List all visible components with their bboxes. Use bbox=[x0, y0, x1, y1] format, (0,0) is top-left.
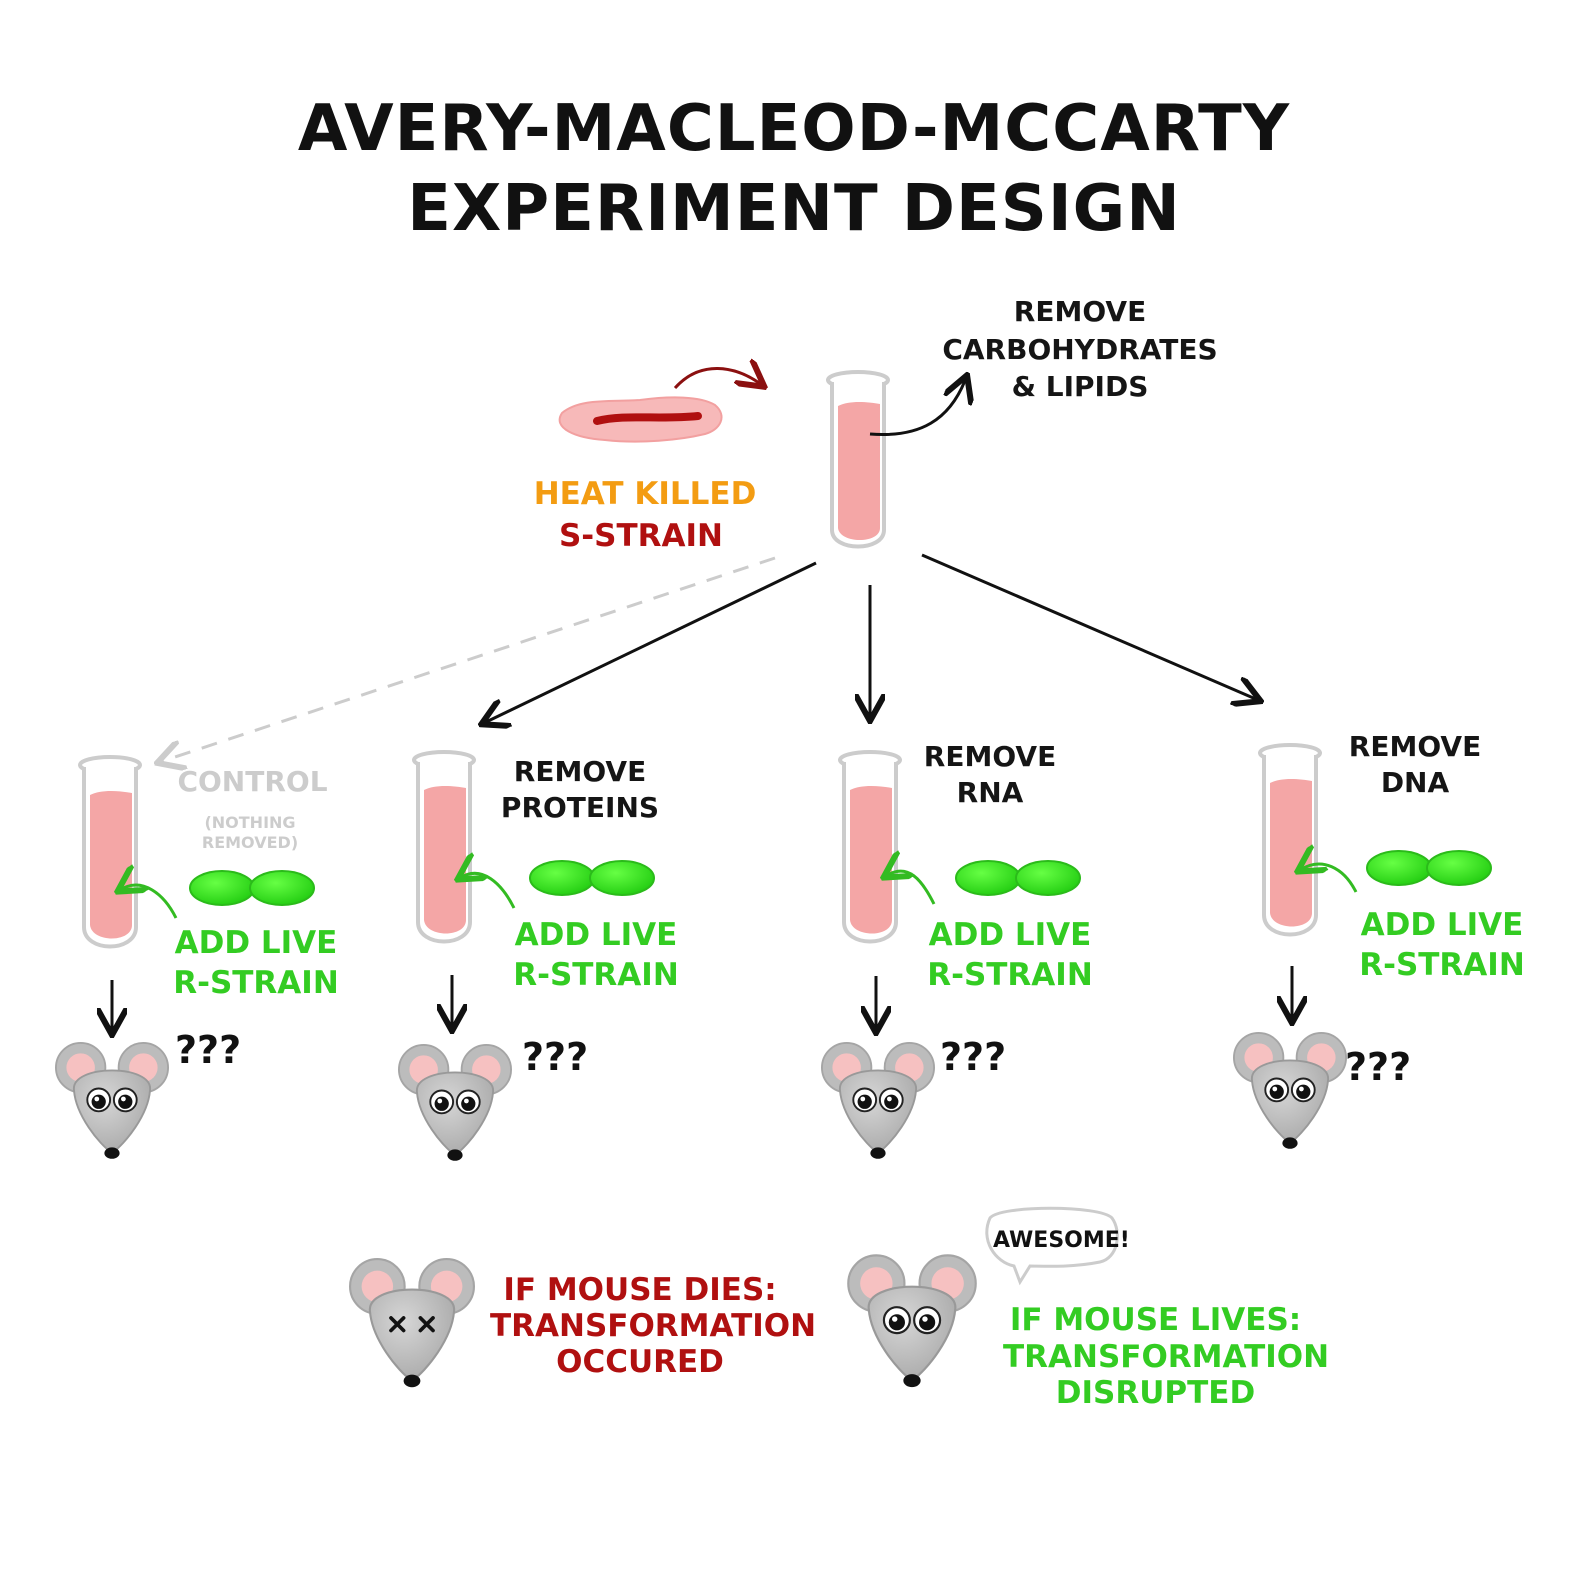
remove-dna-line-2: DNA bbox=[1380, 766, 1450, 799]
branch-4-mouse-icon bbox=[1232, 1031, 1348, 1149]
remove-carbs-line-2: CARBOHYDRATES bbox=[942, 333, 1218, 366]
remove-proteins-line-1: REMOVE bbox=[513, 755, 647, 788]
branch-2-test-tube bbox=[412, 750, 476, 944]
lives-line-2: TRANSFORMATION bbox=[1003, 1339, 1330, 1375]
remove-rna-line-1: REMOVE bbox=[923, 740, 1057, 773]
speech-bubble bbox=[985, 1206, 1119, 1286]
control-note-line-1: (NOTHING bbox=[204, 813, 296, 832]
heat-killed-label: HEAT KILLED bbox=[533, 476, 757, 512]
remove-carbs-line-3: & LIPIDS bbox=[1011, 370, 1149, 403]
add-live-3-line-2: R-STRAIN bbox=[927, 957, 1093, 993]
remove-rna-line-2: RNA bbox=[956, 776, 1024, 809]
control-label: CONTROL bbox=[177, 765, 328, 798]
speech-bubble-text: AWESOME! bbox=[993, 1228, 1130, 1253]
branch-1-add-arrow bbox=[120, 885, 178, 919]
dies-line-2: TRANSFORMATION bbox=[490, 1308, 817, 1344]
add-live-1-line-2: R-STRAIN bbox=[173, 965, 339, 1001]
branch-4-test-tube bbox=[1258, 743, 1322, 937]
branch-3-r-strain-bacteria-icon bbox=[955, 860, 1081, 896]
dies-line-1: IF MOUSE DIES: bbox=[503, 1272, 777, 1308]
title-line-1: AVERY-MACLEOD-MCCARTY bbox=[297, 92, 1291, 166]
branch-1-test-tube bbox=[78, 755, 142, 949]
add-live-4-line-1: ADD LIVE bbox=[1360, 907, 1524, 943]
heat-killed-s-strain-icon bbox=[558, 368, 762, 443]
lives-line-3: DISRUPTED bbox=[1055, 1375, 1256, 1411]
legend-group bbox=[349, 1254, 977, 1388]
question-marks-2: ??? bbox=[522, 1035, 589, 1079]
dna-branch-arrow bbox=[921, 553, 1258, 700]
branch-3-mouse-icon bbox=[820, 1041, 936, 1159]
add-live-3-line-1: ADD LIVE bbox=[928, 917, 1092, 953]
remove-carbs-line-1: REMOVE bbox=[1013, 295, 1147, 328]
dies-line-3: OCCURED bbox=[556, 1344, 724, 1380]
question-marks-4: ??? bbox=[1345, 1045, 1412, 1089]
branch-2-r-strain-bacteria-icon bbox=[529, 860, 655, 896]
source-test-tube bbox=[826, 370, 890, 549]
branch-3-test-tube bbox=[838, 750, 902, 944]
proteins-branch-arrow bbox=[484, 561, 817, 723]
add-live-2-line-2: R-STRAIN bbox=[513, 957, 679, 993]
lives-line-1: IF MOUSE LIVES: bbox=[1009, 1302, 1302, 1338]
question-marks-1: ??? bbox=[175, 1028, 242, 1072]
control-dashed-arrow bbox=[160, 556, 776, 762]
branch-1-mouse-icon bbox=[54, 1041, 170, 1159]
title-line-2: EXPERIMENT DESIGN bbox=[407, 172, 1181, 246]
add-live-2-line-1: ADD LIVE bbox=[514, 917, 678, 953]
question-marks-3: ??? bbox=[940, 1035, 1007, 1079]
s-strain-label: S-STRAIN bbox=[558, 518, 723, 554]
carbohydrates-arrow bbox=[869, 378, 966, 437]
branch-4-r-strain-bacteria-icon bbox=[1366, 850, 1492, 886]
add-live-4-line-2: R-STRAIN bbox=[1359, 947, 1525, 983]
alive-mouse-icon bbox=[847, 1254, 977, 1388]
branch-2-mouse-icon bbox=[397, 1043, 513, 1161]
remove-proteins-line-2: PROTEINS bbox=[500, 791, 660, 824]
control-note-line-2: REMOVED) bbox=[201, 833, 299, 852]
dead-mouse-icon bbox=[349, 1258, 475, 1388]
branch-group bbox=[54, 743, 1492, 1161]
branch-4-add-arrow bbox=[1300, 864, 1358, 893]
branch-2-add-arrow bbox=[460, 873, 516, 909]
remove-dna-line-1: REMOVE bbox=[1348, 730, 1482, 763]
branch-3-add-arrow bbox=[886, 871, 936, 905]
branch-1-r-strain-bacteria-icon bbox=[189, 870, 315, 906]
add-live-1-line-1: ADD LIVE bbox=[174, 925, 338, 961]
